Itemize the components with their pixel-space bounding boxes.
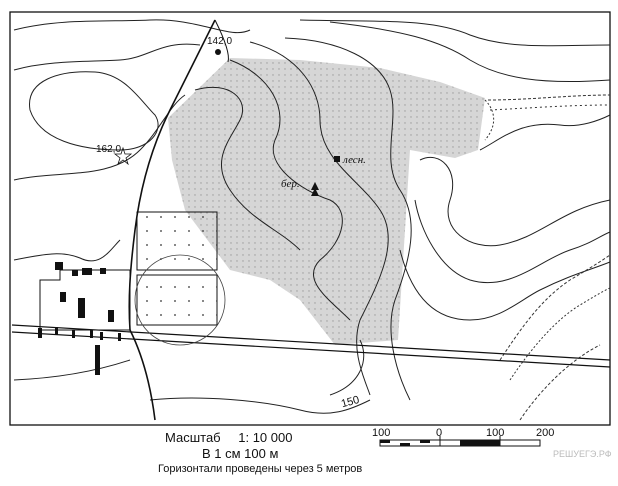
forest-label-1: лесн. bbox=[342, 154, 366, 166]
forest-labels: лесн. бер. bbox=[281, 154, 366, 196]
orchard bbox=[134, 211, 226, 346]
tree-icon bbox=[311, 182, 319, 196]
height-marker-north bbox=[215, 49, 221, 55]
height-label-west: 162,0 bbox=[96, 144, 121, 155]
triangulation-star-icon bbox=[113, 146, 133, 166]
scale-bar: 100 0 100 200 bbox=[372, 427, 554, 447]
scale-label-0: 0 bbox=[436, 427, 442, 439]
legend-scale: Масштаб 1: 10 000 bbox=[165, 430, 292, 445]
height-points: 142,0 162,0 bbox=[96, 36, 232, 166]
contour-value-label: 150 bbox=[340, 394, 361, 410]
height-label-north: 142,0 bbox=[207, 36, 232, 47]
scale-label-100-right: 100 bbox=[486, 427, 504, 439]
settlement bbox=[38, 262, 131, 375]
forest-label-2: бер. bbox=[281, 178, 300, 190]
contour-lines bbox=[13, 19, 611, 414]
watermark: РЕШУЕГЭ.РФ bbox=[553, 449, 612, 459]
ravine bbox=[484, 94, 611, 421]
legend-unit-line: В 1 см 100 м bbox=[202, 446, 279, 461]
legend-contour-interval: Горизонтали проведены через 5 метров bbox=[158, 463, 363, 475]
forest-marker-icon bbox=[334, 156, 340, 162]
legend-scale-value: 1: 10 000 bbox=[238, 430, 293, 445]
legend-scale-word: Масштаб bbox=[165, 430, 221, 445]
scale-label-100-left: 100 bbox=[372, 427, 390, 439]
forest-area bbox=[168, 58, 485, 345]
scale-label-200: 200 bbox=[536, 427, 554, 439]
